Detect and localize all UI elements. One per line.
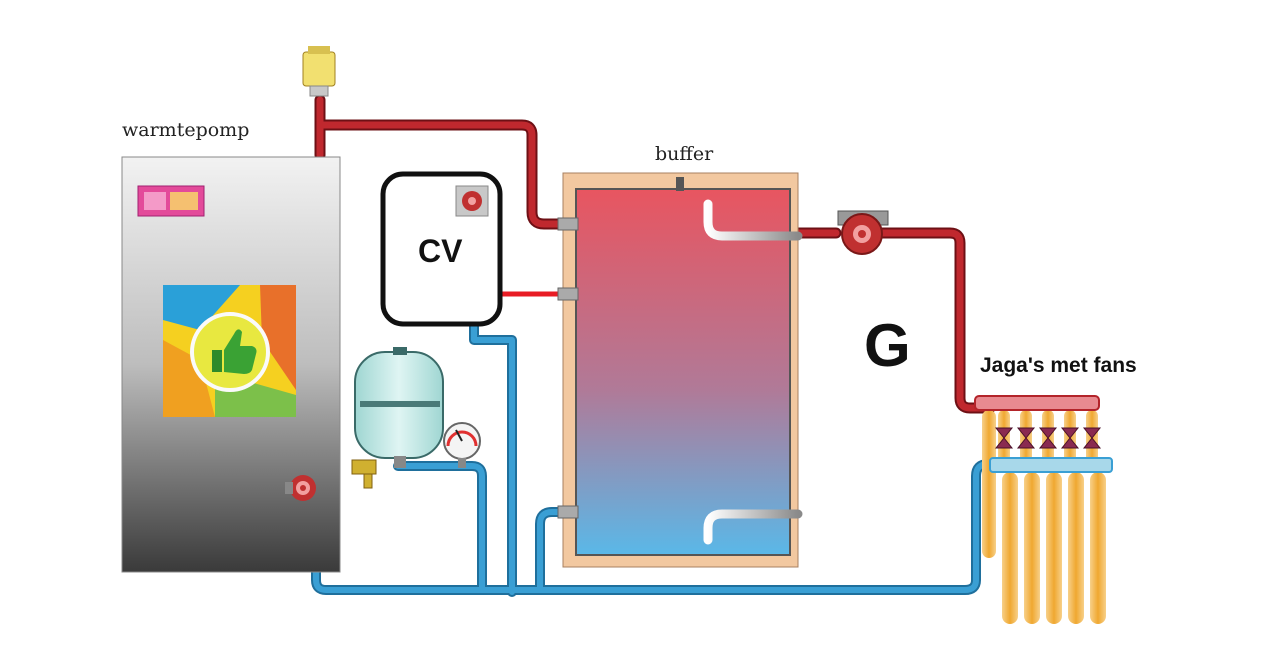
pump-icon	[837, 210, 889, 255]
cv-label: CV	[418, 233, 463, 269]
heat-pump	[121, 156, 341, 573]
buffer-tank	[557, 172, 803, 568]
valve-icon	[351, 459, 377, 489]
jaga-radiator-manifold	[974, 395, 1113, 624]
hot-supply-pipes	[314, 94, 996, 414]
solenoid-valve-icon	[302, 46, 336, 97]
control-panel-icon	[137, 185, 205, 217]
pressure-gauge-icon	[443, 422, 481, 468]
heat-pump-label: warmtepomp	[122, 119, 249, 141]
valve-icon	[994, 427, 1102, 449]
pump-icon	[455, 185, 489, 217]
thumbs-up-icon	[163, 285, 296, 417]
buffer-label: buffer	[655, 143, 714, 165]
g-label: G	[864, 312, 911, 379]
expansion-vessel	[354, 347, 444, 468]
radiators-label: Jaga's met fans	[980, 354, 1137, 377]
pump-icon	[285, 475, 316, 501]
cv-boiler	[380, 171, 503, 327]
cold-return-pipes	[311, 317, 1003, 597]
